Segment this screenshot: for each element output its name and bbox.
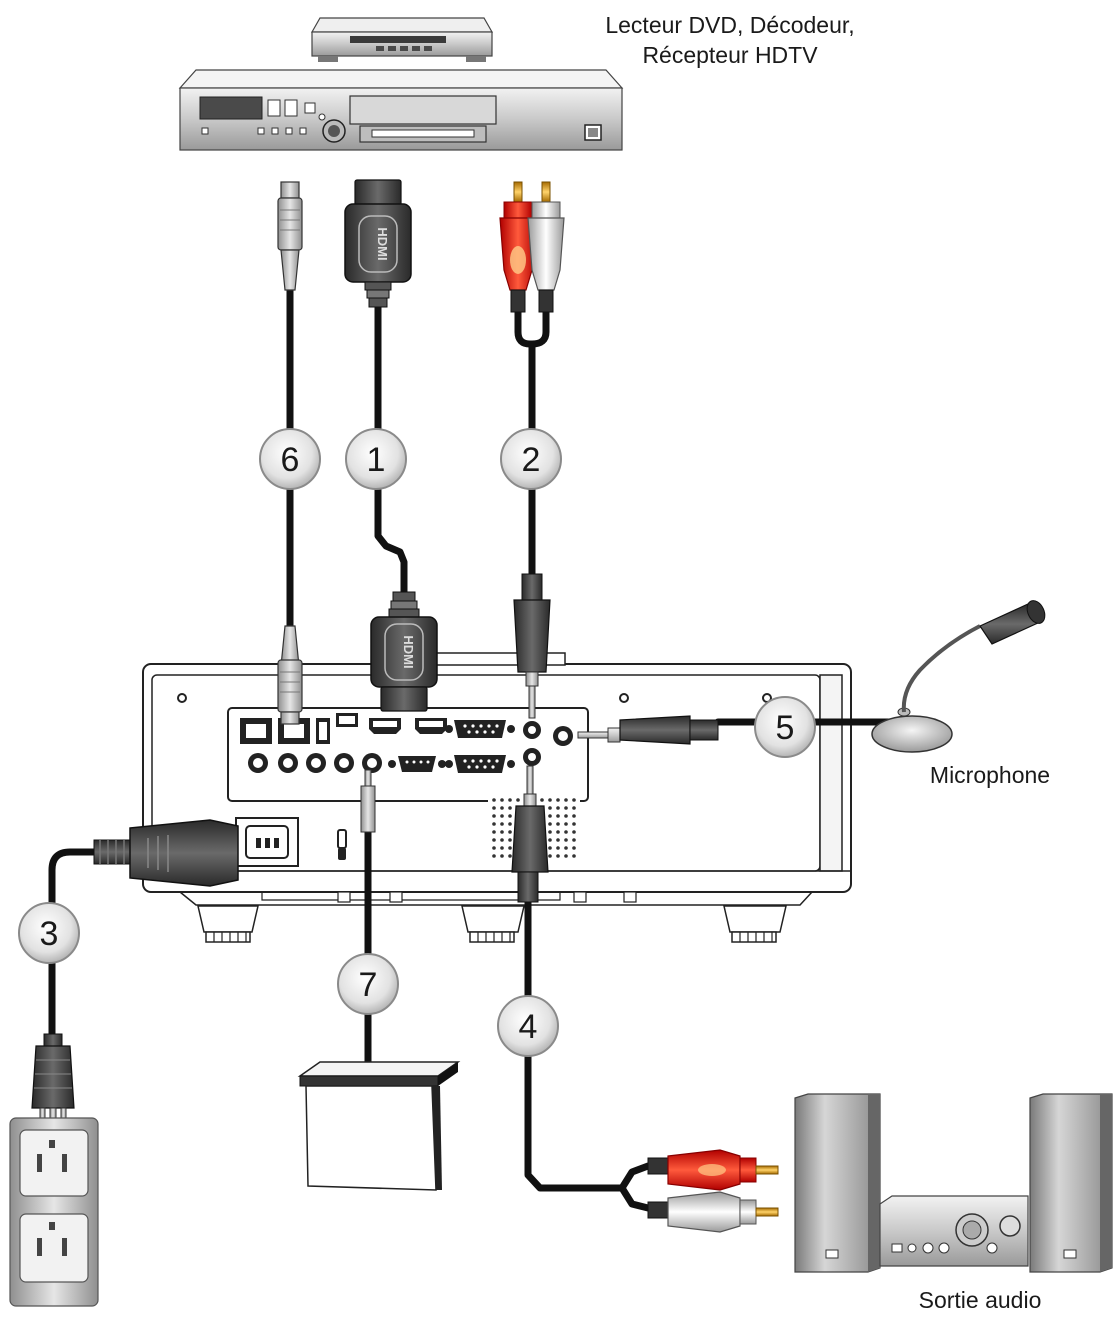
callout-7-label: 7 — [359, 966, 378, 1004]
hdmi-plug-bottom-icon: HDMI — [370, 591, 438, 712]
projection-screen-icon — [297, 1060, 461, 1191]
hdmi-plug-top-icon: HDMI — [344, 179, 412, 308]
svg-text:HDMI: HDMI — [401, 635, 416, 668]
callout-5-label: 5 — [776, 709, 795, 747]
label-dvd-line2: Récepteur HDTV — [642, 42, 818, 68]
callout-5: 5 — [754, 696, 816, 758]
callout-4-label: 4 — [519, 1008, 538, 1046]
label-microphone: Microphone — [929, 762, 1051, 788]
callout-3: 3 — [18, 902, 80, 964]
label-dvd-line1: Lecteur DVD, Décodeur, — [605, 12, 855, 38]
callout-1-label: 1 — [367, 441, 386, 479]
callout-4: 4 — [497, 995, 559, 1057]
wall-plug-icon — [31, 1033, 75, 1127]
callout-3-label: 3 — [40, 915, 59, 953]
trigger-plug-icon — [360, 769, 376, 833]
rca-plugs-output-icon — [647, 1149, 779, 1233]
audio-jack-plug-input-icon — [513, 573, 551, 719]
callout-2-label: 2 — [522, 441, 541, 479]
callout-2: 2 — [500, 428, 562, 490]
dvd-player-icon — [178, 17, 624, 151]
callout-6-label: 6 — [281, 441, 300, 479]
svg-text:HDMI: HDMI — [375, 227, 390, 260]
composite-plug-top-icon — [277, 181, 303, 291]
label-audio-out: Sortie audio — [918, 1287, 1042, 1313]
microphone-icon — [871, 600, 1046, 753]
projector-rear-panel — [142, 652, 852, 943]
callout-1: 1 — [345, 428, 407, 490]
rca-plugs-top-icon — [499, 181, 565, 313]
power-connector-icon — [93, 819, 239, 887]
speaker-system-icon — [794, 1093, 1113, 1273]
wall-outlet-icon — [9, 1117, 99, 1307]
callout-6: 6 — [259, 428, 321, 490]
callout-7: 7 — [337, 953, 399, 1015]
microphone-plug-icon — [577, 715, 719, 745]
cable-lines — [48, 284, 899, 1212]
composite-plug-bottom-icon — [277, 625, 303, 725]
audio-jack-plug-output-icon — [511, 765, 549, 903]
